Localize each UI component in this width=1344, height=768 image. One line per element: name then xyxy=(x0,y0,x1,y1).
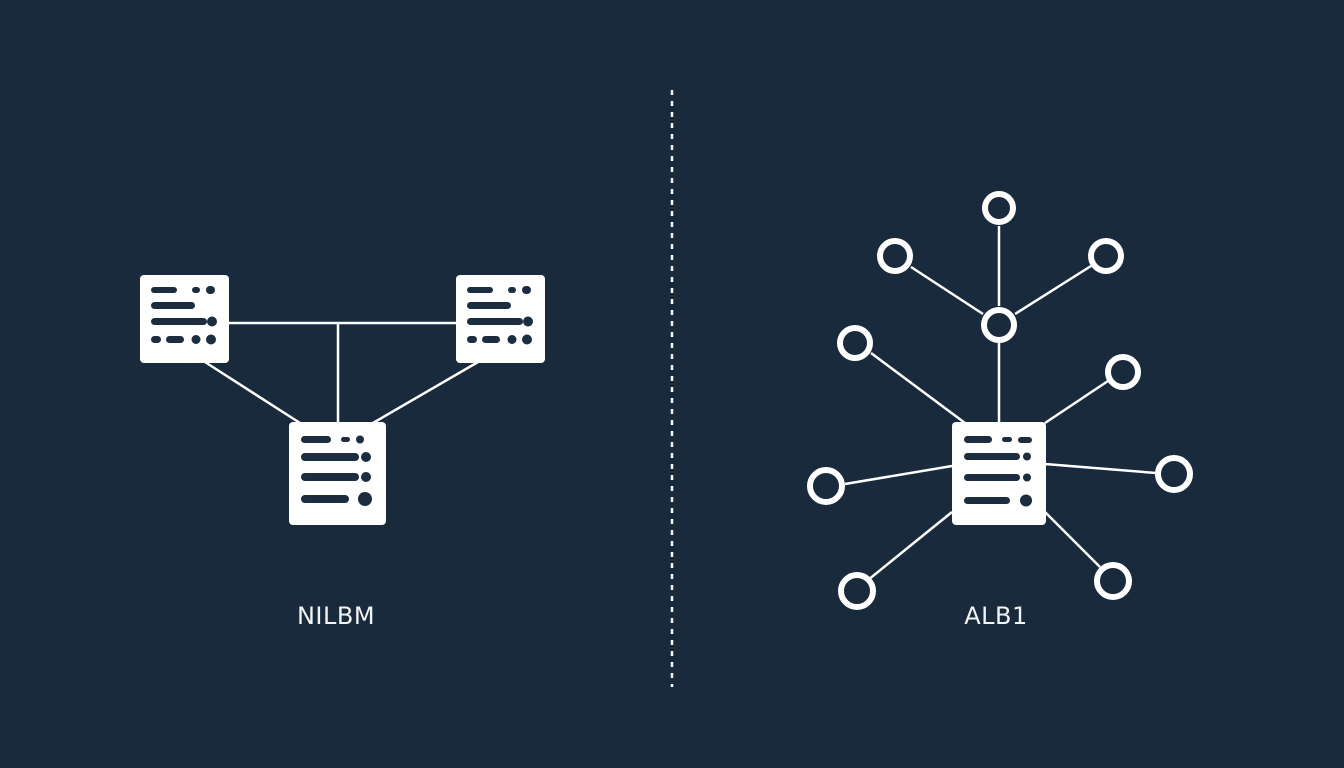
link-hub-to-far-left-node xyxy=(844,464,953,486)
link-server-a-to-server-c xyxy=(204,360,301,425)
node-circle-icon xyxy=(877,238,913,274)
node-circle-icon xyxy=(1088,238,1124,274)
network-nodes xyxy=(807,191,1193,610)
link-relay-to-upper-left-node xyxy=(910,265,984,316)
link-hub-to-lower-right-node xyxy=(1044,511,1101,568)
node-circle-icon xyxy=(807,467,845,505)
node-circle-icon xyxy=(1105,354,1141,390)
link-server-b-to-server-c xyxy=(372,360,479,425)
server-icon xyxy=(456,275,545,363)
link-relay-to-upper-right-node xyxy=(1014,264,1092,316)
right-topology-label: ALB1 xyxy=(964,602,1028,630)
left-topology-label: NILBM xyxy=(296,602,376,630)
server-icon xyxy=(140,275,229,363)
node-circle-icon xyxy=(981,307,1017,343)
node-circle-icon xyxy=(837,325,873,361)
link-hub-to-right-node xyxy=(1044,379,1109,425)
link-hub-to-lower-left-node xyxy=(867,511,953,581)
right-connections xyxy=(844,226,1157,581)
server-icon xyxy=(289,422,386,525)
link-hub-to-far-right-node xyxy=(1044,462,1157,475)
link-hub-to-left-node xyxy=(870,351,966,425)
node-circle-icon xyxy=(838,572,876,610)
node-circle-icon xyxy=(1155,455,1193,493)
node-circle-icon xyxy=(1094,562,1132,600)
server-icon xyxy=(952,422,1046,525)
node-circle-icon xyxy=(982,191,1016,225)
left-connections xyxy=(204,321,479,425)
